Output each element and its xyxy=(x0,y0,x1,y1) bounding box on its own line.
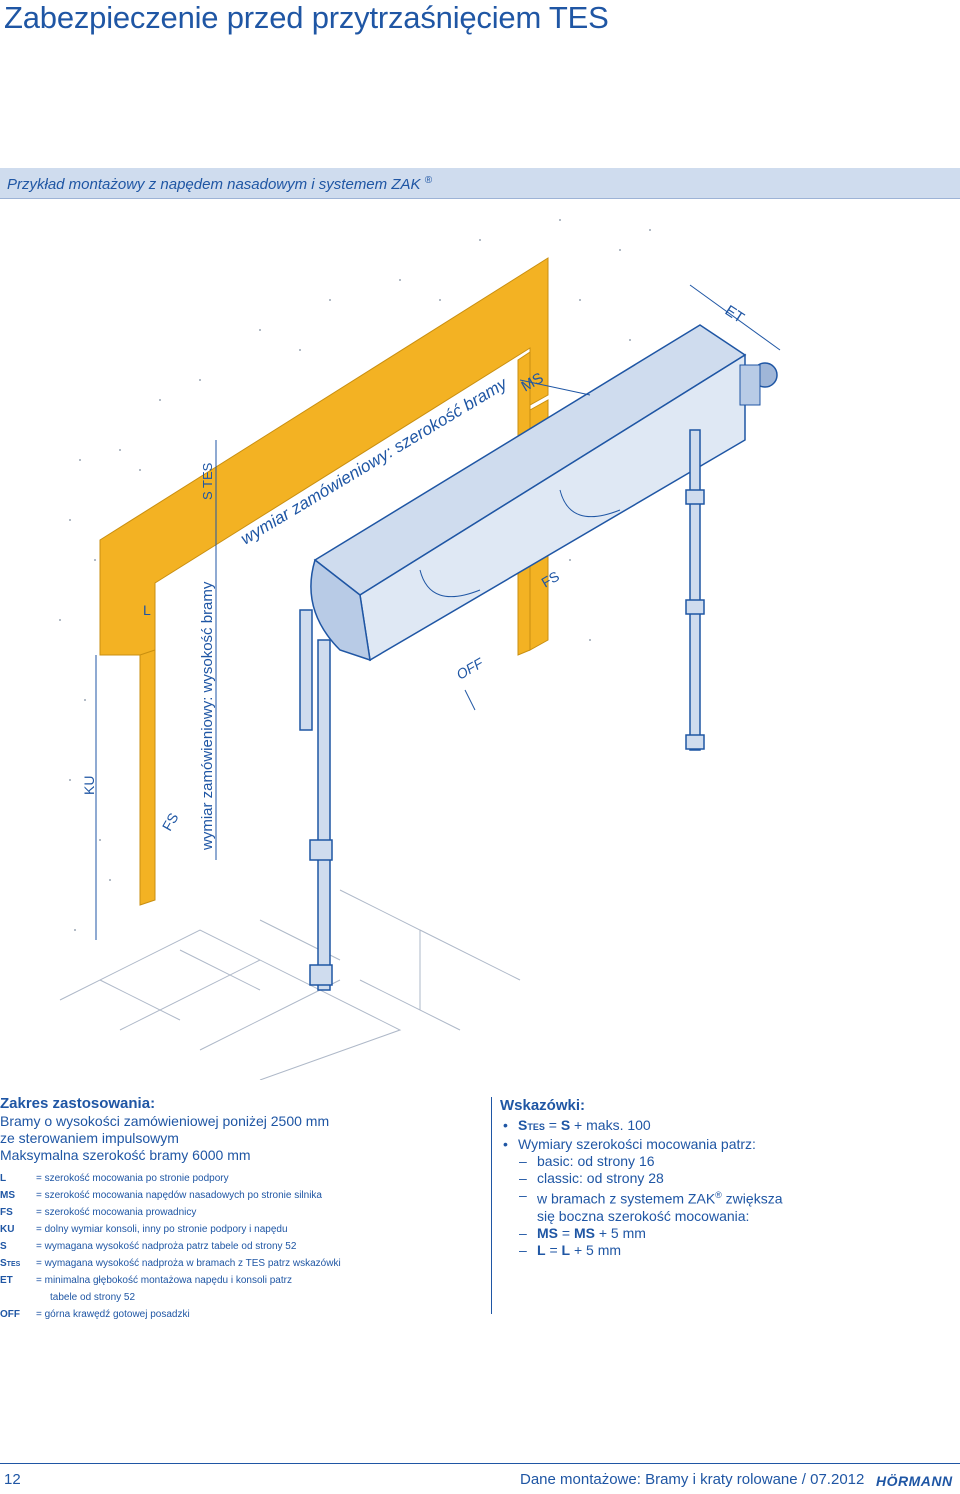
hint-ms: MS xyxy=(537,1224,558,1241)
legend-row: ET = minimalna głębokość montażowa napędu… xyxy=(0,1272,490,1289)
legend-row: L = szerokość mocowania po stronie podpor… xyxy=(0,1170,490,1187)
brand-logo: HÖRMANN xyxy=(876,1473,953,1489)
footer-text: Dane montażowe: Bramy i kraty rolowane /… xyxy=(520,1471,865,1488)
legend-row: OFF = górna krawędź gotowej posadzki xyxy=(0,1306,490,1323)
legend-key: MS xyxy=(0,1190,15,1201)
legend-key: S xyxy=(0,1241,7,1252)
floor-bricks xyxy=(59,889,521,1080)
legend-value: = szerokość mocowania prowadnicy xyxy=(36,1207,197,1218)
guide-rails xyxy=(299,429,705,991)
application-line-1: Bramy o wysokości zamówieniowej poniżej … xyxy=(0,1113,330,1129)
hint-subitem: basic: od strony 16 xyxy=(500,1153,800,1170)
wall-texture xyxy=(59,219,651,931)
legend-key: L xyxy=(0,1173,7,1184)
subtitle: Przykład montażowy z napędem nasadowym i… xyxy=(7,175,432,193)
legend-value: = minimalna głębokość montażowa napędu i… xyxy=(36,1275,292,1286)
legend-key: FS xyxy=(0,1207,13,1218)
label-fs-right: FS xyxy=(539,568,562,591)
column-divider xyxy=(491,1097,492,1314)
application-line-3: Maksymalna szerokość bramy 6000 mm xyxy=(0,1147,251,1163)
legend-key xyxy=(0,1289,36,1306)
subtitle-bar xyxy=(0,168,960,199)
hint-eq: = xyxy=(544,1117,561,1133)
legend-value: tabele od strony 52 xyxy=(50,1292,136,1303)
hint-s: S xyxy=(560,1117,571,1133)
hint-l: L xyxy=(561,1241,571,1258)
hint-subitem: L = L + 5 mm xyxy=(500,1242,800,1259)
legend-value: = dolny wymiar konsoli, inny po stronie … xyxy=(36,1224,288,1235)
legend-key: STES xyxy=(0,1255,36,1272)
hint-eq: = xyxy=(558,1224,574,1241)
hint-plus: + 5 mm xyxy=(594,1224,646,1241)
hints-section: Wskazówki: STES = S + maks. 100 Wymiary … xyxy=(500,1097,800,1259)
label-ku: KU xyxy=(81,776,97,795)
legend-key-sub: TES xyxy=(6,1261,21,1268)
hint-item: Wymiary szerokości mocowania patrz: xyxy=(500,1136,800,1153)
legend-key: OFF xyxy=(0,1309,20,1320)
application-section: Zakres zastosowania: Bramy o wysokości z… xyxy=(0,1095,490,1323)
legend-row: FS = szerokość mocowania prowadnicy xyxy=(0,1204,490,1221)
registered-mark: ® xyxy=(424,175,433,186)
legend-value: = szerokość mocowania po stronie podpory xyxy=(36,1173,229,1184)
hint-item: STES = S + maks. 100 xyxy=(500,1117,800,1136)
label-fs-left: FS xyxy=(159,810,182,833)
legend-value: = szerokość mocowania napędów nasadowych… xyxy=(36,1190,322,1201)
legend-value: = wymagana wysokość nadproża patrz tabel… xyxy=(36,1241,297,1252)
legend-value: = górna krawędź gotowej posadzki xyxy=(36,1309,190,1320)
legend-row: KU = dolny wymiar konsoli, inny po stroni… xyxy=(0,1221,490,1238)
legend-row: tabele od strony 52 xyxy=(0,1289,490,1306)
hints-heading: Wskazówki: xyxy=(500,1097,586,1114)
hint-zak-rest: zwiększa xyxy=(721,1190,783,1207)
hint-rest: + maks. 100 xyxy=(570,1117,651,1133)
legend-row: STES= wymagana wysokość nadproża w brama… xyxy=(0,1255,490,1272)
page-number: 12 xyxy=(4,1471,21,1488)
page-title: Zabezpieczenie przed przytrzaśnięciem TE… xyxy=(4,0,609,35)
hint-subitem: w bramach z systemem ZAK® zwiększa xyxy=(500,1187,800,1208)
hint-s-tes-sub: TES xyxy=(527,1122,545,1132)
label-l: L xyxy=(143,602,151,618)
installation-diagram: ET MS S TES wymiar zamówieniowy: szeroko… xyxy=(59,219,781,1080)
subtitle-text: Przykład montażowy z napędem nasadowym i… xyxy=(7,176,421,193)
legend-key: ET xyxy=(0,1275,13,1286)
legend-key-main: S xyxy=(0,1258,7,1269)
application-line-2: ze sterowaniem impulsowym xyxy=(0,1130,179,1146)
legend-key: KU xyxy=(0,1224,15,1235)
registered-mark: ® xyxy=(715,1190,722,1200)
hints-list: STES = S + maks. 100 Wymiary szerokości … xyxy=(500,1117,800,1259)
label-off: OFF xyxy=(454,654,487,683)
hint-eq: = xyxy=(545,1241,562,1258)
hint-ms: MS xyxy=(573,1224,595,1241)
legend-value: = wymagana wysokość nadproża w bramach z… xyxy=(36,1258,341,1269)
hint-continuation: się boczna szerokość mocowania: xyxy=(537,1207,750,1224)
dimension-lines xyxy=(95,284,781,940)
legend-row: MS = szerokość mocowania napędów nasadowy… xyxy=(0,1187,490,1204)
legend: L = szerokość mocowania po stronie podpor… xyxy=(0,1170,490,1323)
label-height: wymiar zamówieniowy: wysokość bramy xyxy=(199,581,216,851)
footer-rule xyxy=(0,1463,960,1464)
application-heading: Zakres zastosowania: xyxy=(0,1095,156,1112)
hint-subitem: classic: od strony 28 xyxy=(500,1170,800,1187)
hint-plus: + 5 mm xyxy=(570,1241,622,1258)
hint-l: L xyxy=(537,1241,546,1258)
hint-zak: w bramach z systemem ZAK xyxy=(537,1190,716,1207)
hint-s-tes: S xyxy=(518,1117,528,1133)
roller-housing xyxy=(310,324,778,662)
legend-row: S = wymagana wysokość nadproża patrz tabe… xyxy=(0,1238,490,1255)
label-s-tes: S TES xyxy=(200,462,215,500)
hint-subitem: MS = MS + 5 mm xyxy=(500,1225,800,1242)
